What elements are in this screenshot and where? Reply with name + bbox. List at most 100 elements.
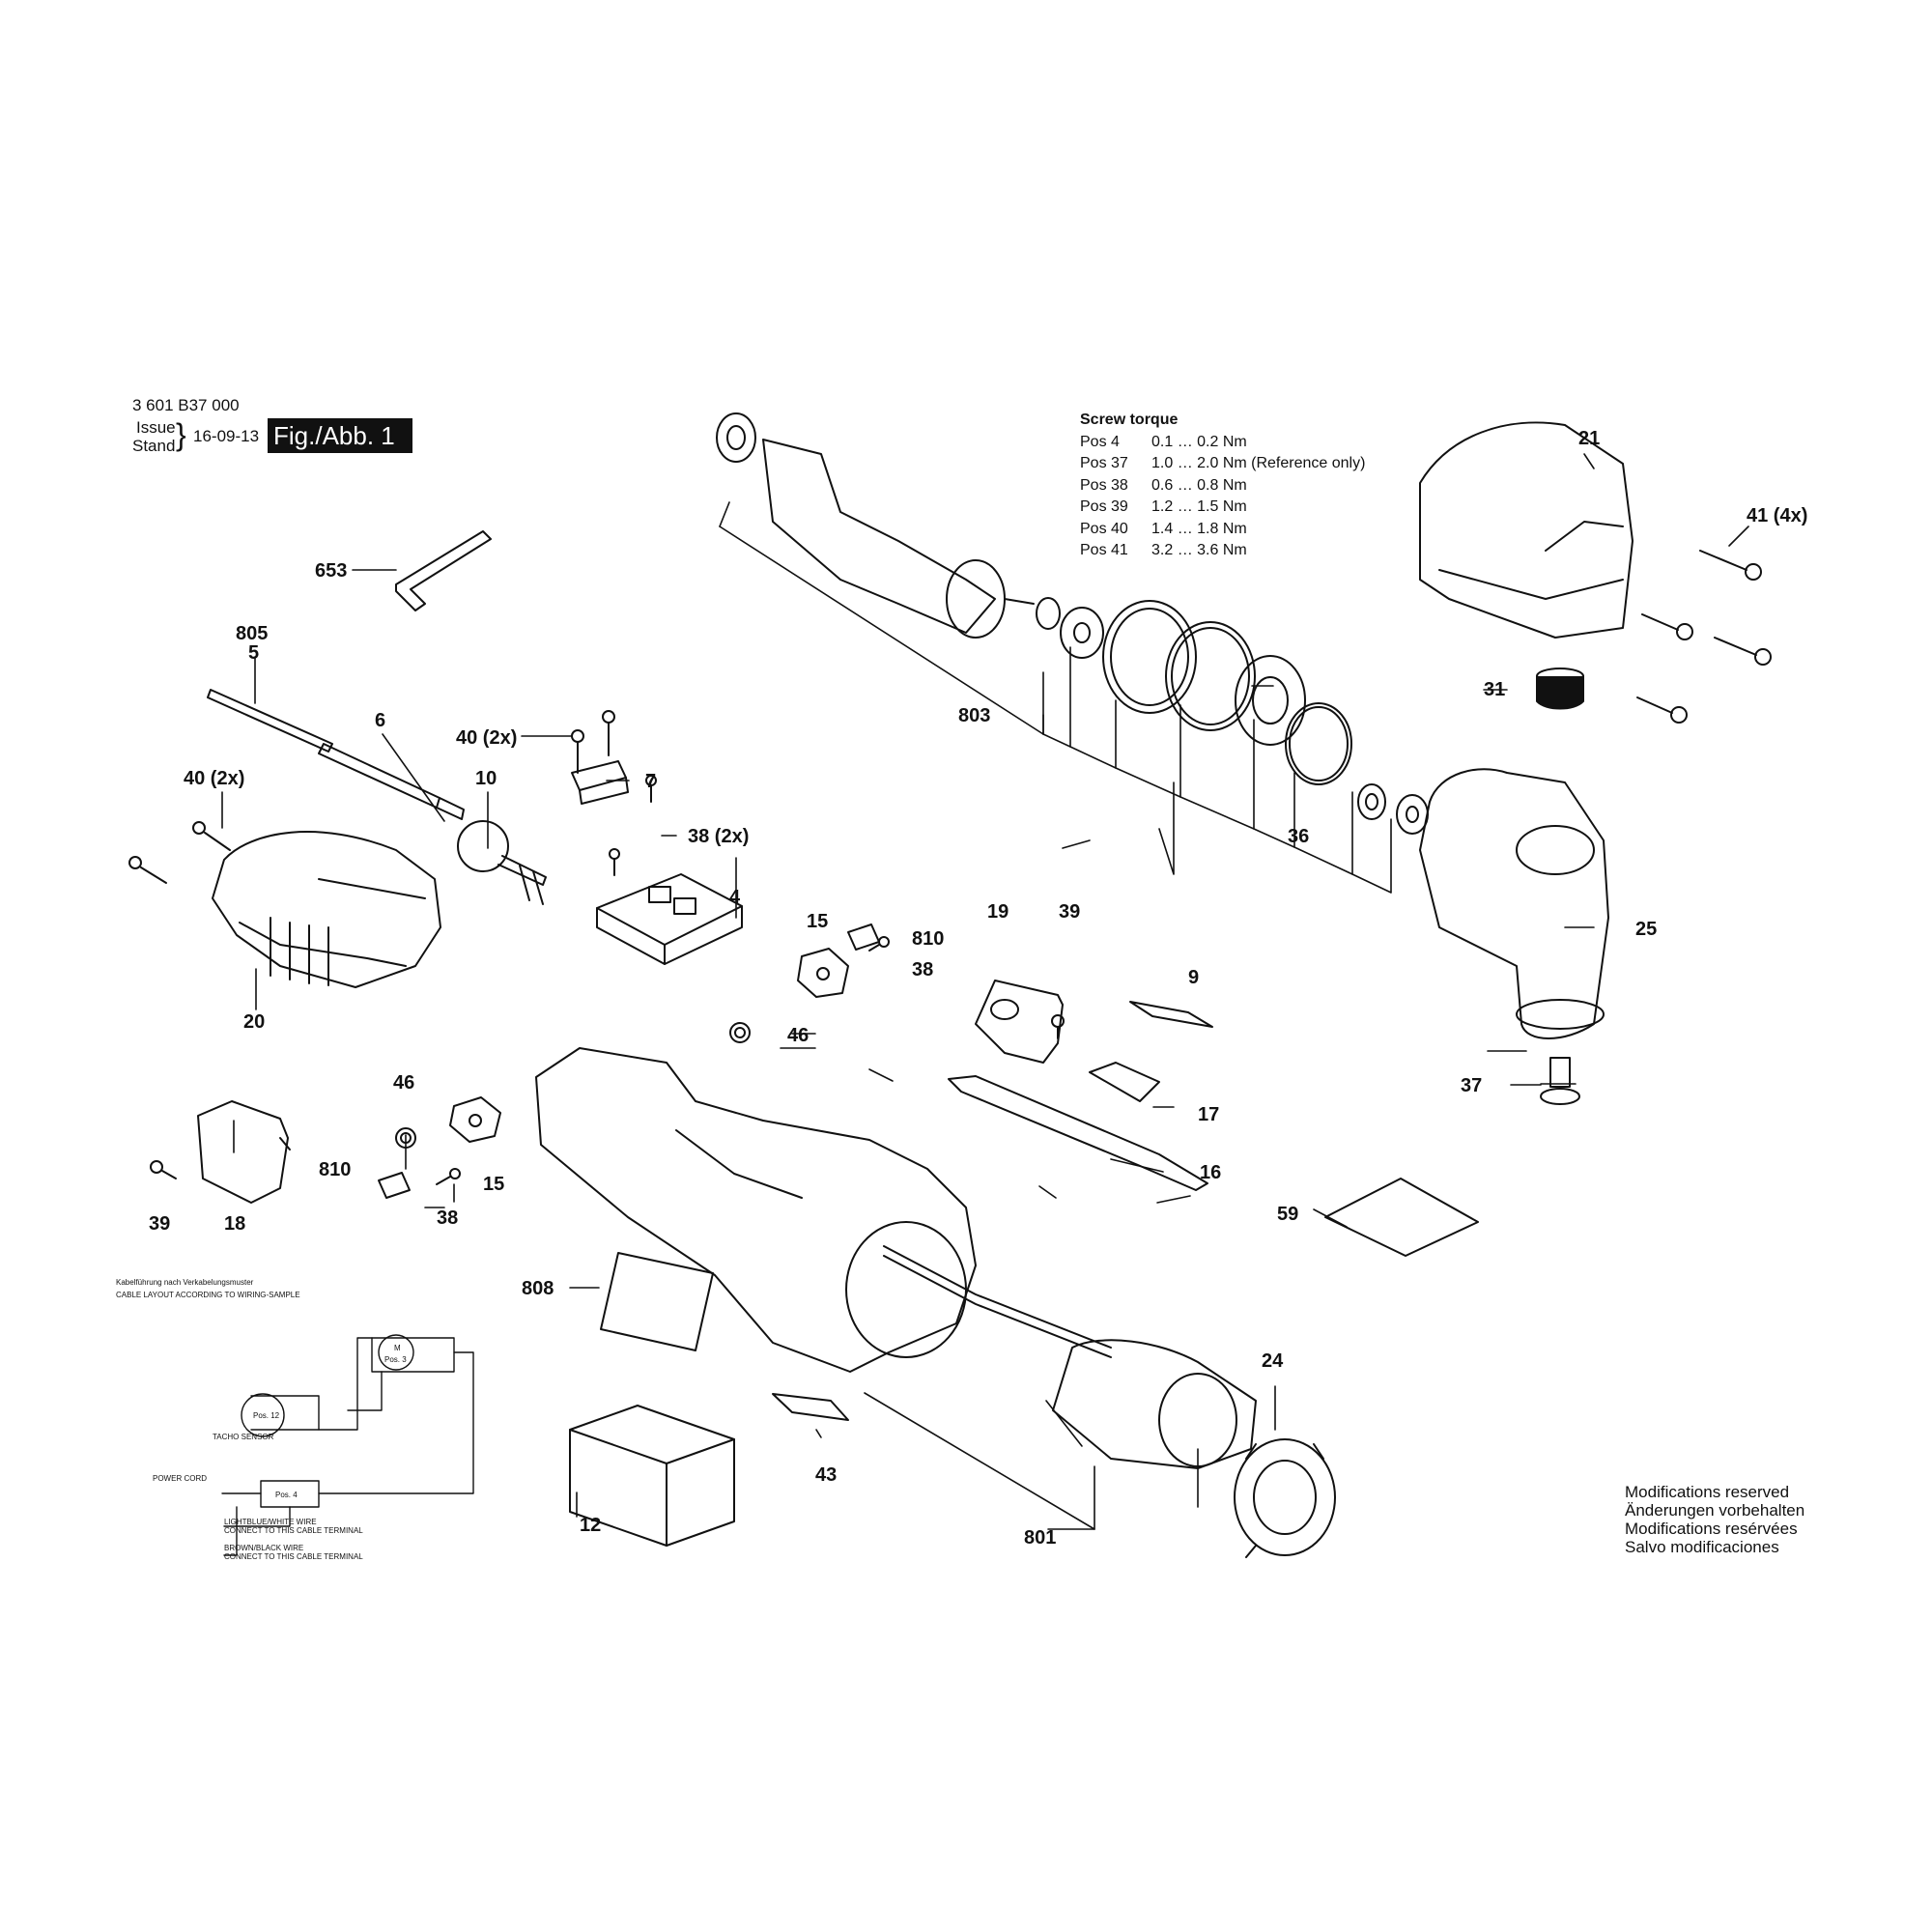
cap-31 bbox=[1536, 668, 1584, 710]
lightblue-line1: LIGHTBLUE/WHITE WIRE bbox=[224, 1518, 317, 1526]
callout-6: 6 bbox=[375, 710, 385, 731]
torque-value: 1.2 … 1.5 Nm bbox=[1151, 498, 1247, 515]
shaft-5 bbox=[207, 689, 547, 905]
callout-12: 12 bbox=[580, 1515, 601, 1536]
callout-20: 20 bbox=[243, 1011, 265, 1033]
callout-5: 5 bbox=[248, 642, 259, 664]
callout-46b: 46 bbox=[393, 1072, 414, 1094]
torque-row: Pos 37 1.0 … 2.0 Nm (Reference only) bbox=[1080, 453, 1365, 475]
callout-38a: 38 (2x) bbox=[688, 826, 749, 847]
callout-803: 803 bbox=[958, 705, 990, 726]
stand-label: Stand bbox=[132, 437, 176, 455]
screw-39 bbox=[150, 1014, 1065, 1179]
torque-row: Pos 39 1.2 … 1.5 Nm bbox=[1080, 497, 1365, 519]
carbon-brush-810 bbox=[378, 923, 880, 1199]
modifications-de: Änderungen vorbehalten bbox=[1625, 1501, 1805, 1520]
clamp-screw-37 bbox=[1540, 1057, 1580, 1105]
housing-cover-20 bbox=[212, 831, 441, 988]
callout-19: 19 bbox=[987, 901, 1009, 923]
pad-59 bbox=[1324, 1178, 1479, 1257]
modifications-note: Modifications reserved Änderungen vorbeh… bbox=[1625, 1483, 1804, 1556]
spring-46 bbox=[395, 1022, 751, 1149]
torque-row: Pos 38 0.6 … 0.8 Nm bbox=[1080, 475, 1365, 497]
hex-key-653 bbox=[395, 530, 492, 611]
screw-torque-title: Screw torque bbox=[1080, 412, 1179, 428]
callout-16: 16 bbox=[1200, 1162, 1221, 1183]
motor-label: M bbox=[394, 1344, 401, 1352]
modifications-en: Modifications reserved bbox=[1625, 1483, 1790, 1501]
callout-25: 25 bbox=[1635, 919, 1657, 940]
callout-4: 4 bbox=[729, 887, 741, 908]
screw-40 bbox=[128, 710, 615, 884]
figure-label: Fig./Abb. 1 bbox=[268, 418, 412, 453]
callout-17: 17 bbox=[1198, 1104, 1219, 1125]
pos12-label: Pos. 12 bbox=[253, 1411, 280, 1420]
label-808 bbox=[600, 1252, 714, 1351]
torque-value: 1.4 … 1.8 Nm bbox=[1151, 520, 1247, 537]
callout-40b: 40 (2x) bbox=[184, 768, 244, 789]
screw-38 bbox=[436, 775, 890, 1185]
torque-pos: Pos 38 bbox=[1080, 476, 1128, 494]
callout-808: 808 bbox=[522, 1278, 554, 1299]
label-9 bbox=[1129, 1001, 1213, 1028]
lightblue-line2: CONNECT TO THIS CABLE TERMINAL bbox=[224, 1526, 363, 1535]
callout-43: 43 bbox=[815, 1464, 837, 1486]
part-numbers: 653 805 5 6 40 (2x) 7 10 40 (2x) 38 (2x)… bbox=[149, 428, 1807, 1548]
callout-39a: 39 bbox=[1059, 901, 1080, 923]
torque-pos: Pos 39 bbox=[1080, 498, 1128, 515]
callout-15a: 15 bbox=[807, 911, 828, 932]
brace: } bbox=[176, 417, 186, 452]
callout-15b: 15 bbox=[483, 1174, 504, 1195]
callout-24: 24 bbox=[1262, 1350, 1284, 1372]
power-cord-label: POWER CORD bbox=[153, 1474, 207, 1483]
bearing-36 bbox=[1060, 600, 1429, 835]
callout-18: 18 bbox=[224, 1213, 245, 1235]
switch-4 bbox=[596, 873, 743, 965]
motor-pos: Pos. 3 bbox=[384, 1355, 407, 1364]
modifications-es: Salvo modificaciones bbox=[1625, 1538, 1779, 1556]
callout-46a: 46 bbox=[787, 1025, 809, 1046]
callout-810b: 810 bbox=[319, 1159, 351, 1180]
torque-value: 0.1 … 0.2 Nm bbox=[1151, 433, 1247, 450]
callout-801: 801 bbox=[1024, 1527, 1056, 1548]
brown-line2: CONNECT TO THIS CABLE TERMINAL bbox=[224, 1552, 363, 1561]
callout-40a: 40 (2x) bbox=[456, 727, 517, 749]
issue-label: Issue bbox=[136, 418, 176, 437]
gear-housing-25 bbox=[1419, 768, 1609, 1039]
callout-10: 10 bbox=[475, 768, 497, 789]
part-number: 3 601 B37 000 bbox=[132, 396, 240, 414]
torque-value: 1.0 … 2.0 Nm (Reference only) bbox=[1151, 455, 1366, 471]
callout-37: 37 bbox=[1461, 1075, 1482, 1096]
modifications-fr: Modifications resérvées bbox=[1625, 1520, 1798, 1538]
callout-805: 805 bbox=[236, 623, 268, 644]
callout-31: 31 bbox=[1484, 679, 1505, 700]
callout-810a: 810 bbox=[912, 928, 944, 950]
callout-36: 36 bbox=[1288, 826, 1309, 847]
torque-pos: Pos 41 bbox=[1080, 542, 1128, 558]
callout-21: 21 bbox=[1578, 428, 1600, 449]
wiring-title-de: Kabelführung nach Verkabelungsmuster bbox=[116, 1278, 254, 1287]
wiring-title-en: CABLE LAYOUT ACCORDING TO WIRING-SAMPLE bbox=[116, 1291, 300, 1299]
callout-38c: 38 bbox=[437, 1208, 458, 1229]
wiring-schematic bbox=[221, 1334, 474, 1556]
bracket-19 bbox=[975, 980, 1064, 1064]
callout-653: 653 bbox=[315, 560, 347, 582]
callout-41: 41 (4x) bbox=[1747, 505, 1807, 526]
slider-17 bbox=[1089, 1062, 1160, 1102]
issue-date: 16-09-13 bbox=[193, 427, 260, 445]
label-43 bbox=[772, 1393, 849, 1421]
callout-39b: 39 bbox=[149, 1213, 170, 1235]
fan-24 bbox=[1234, 1438, 1336, 1558]
callout-7: 7 bbox=[645, 771, 656, 792]
cover-18 bbox=[197, 1100, 291, 1204]
callout-9: 9 bbox=[1188, 967, 1199, 988]
tacho-label: TACHO SENSOR bbox=[213, 1433, 274, 1441]
callout-38b: 38 bbox=[912, 959, 933, 980]
stator-801 bbox=[883, 1245, 1257, 1469]
torque-pos: Pos 37 bbox=[1080, 455, 1128, 471]
torque-value: 0.6 … 0.8 Nm bbox=[1151, 476, 1247, 494]
